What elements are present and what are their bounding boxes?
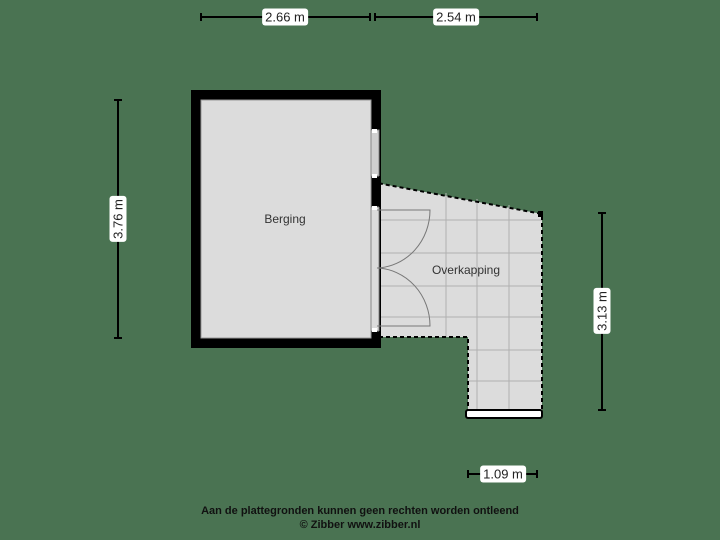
room-label-overkapping: Overkapping <box>431 263 501 277</box>
disclaimer-text: Aan de plattegronden kunnen geen rechten… <box>201 505 519 517</box>
dimension-bottom: 1.09 m <box>480 465 526 483</box>
overkapping-area <box>371 181 543 419</box>
copyright-text: © Zibber www.zibber.nl <box>299 519 421 531</box>
dimension-left: 3.76 m <box>109 196 127 242</box>
dimension-top-right: 2.54 m <box>433 8 479 26</box>
berging-room <box>191 90 381 348</box>
room-label-berging: Berging <box>264 212 306 226</box>
dimension-right: 3.13 m <box>593 288 611 334</box>
double-door <box>376 209 431 327</box>
window <box>370 129 380 177</box>
door-opening <box>370 206 380 332</box>
dimension-top-left: 2.66 m <box>262 8 308 26</box>
